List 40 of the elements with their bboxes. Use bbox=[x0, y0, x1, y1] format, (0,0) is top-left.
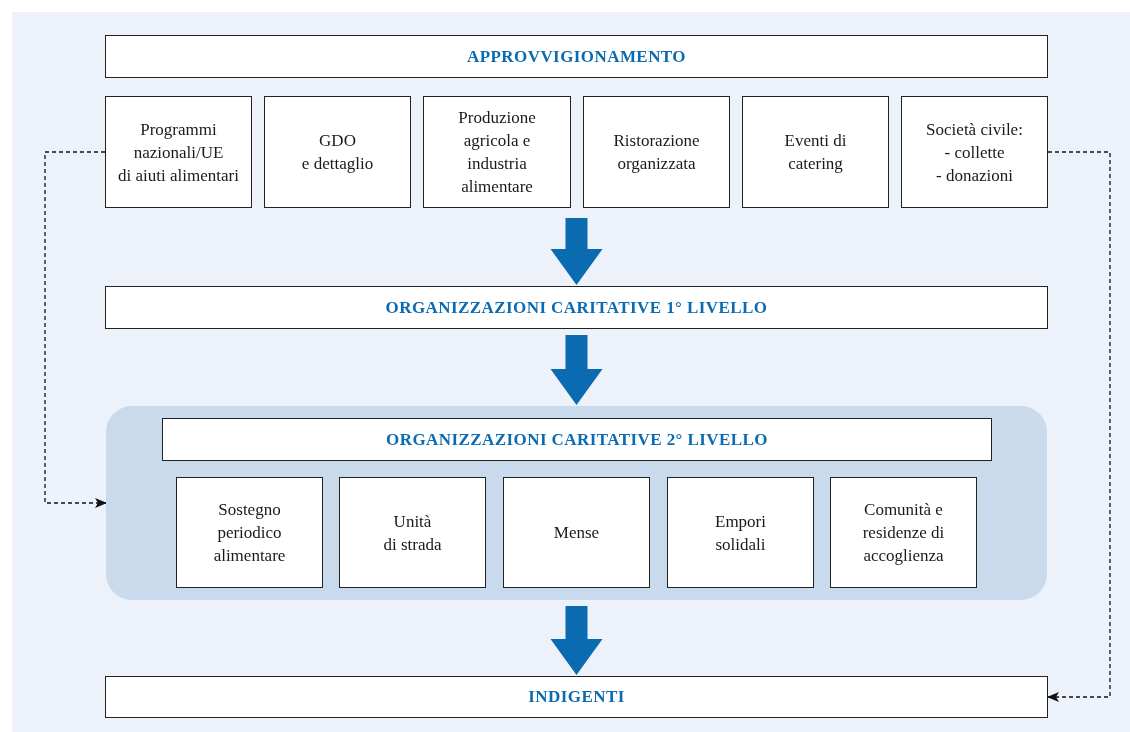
process-box bbox=[339, 477, 486, 588]
dashed-arrow bbox=[1047, 151, 1111, 702]
box-text: GDO bbox=[319, 130, 356, 152]
header-bar bbox=[105, 286, 1048, 329]
process-box bbox=[105, 96, 252, 208]
box-text: Produzione agricola e industria alimentare bbox=[457, 107, 537, 198]
process-box bbox=[176, 477, 323, 588]
box-text: Società civile: bbox=[926, 118, 1023, 141]
block-arrow bbox=[550, 335, 603, 405]
process-box bbox=[264, 96, 411, 208]
box-text: - donazioni bbox=[936, 164, 1013, 187]
box-text: Comunità e residenze di accoglienza bbox=[861, 499, 946, 567]
process-box bbox=[423, 96, 571, 208]
box-text: Sostegno periodico alimentare bbox=[212, 499, 287, 567]
group-panel bbox=[106, 406, 1047, 600]
box-text: Eventi di catering bbox=[783, 130, 848, 175]
process-box bbox=[503, 477, 650, 588]
header-text: APPROVVIGIONAMENTO bbox=[467, 45, 686, 68]
dashed-arrow bbox=[44, 151, 107, 508]
header-text: ORGANIZZAZIONI CARITATIVE 1° LIVELLO bbox=[385, 296, 768, 319]
process-box bbox=[830, 477, 977, 588]
box-text: - collette bbox=[944, 141, 1005, 164]
header-bar bbox=[105, 35, 1048, 78]
header-text: INDIGENTI bbox=[528, 686, 625, 709]
box-text: di aiuti alimentari bbox=[118, 164, 239, 187]
header-text: ORGANIZZAZIONI CARITATIVE 2° LIVELLO bbox=[386, 428, 768, 451]
block-arrow bbox=[550, 606, 603, 675]
process-box bbox=[901, 96, 1048, 208]
box-text: Empori solidali bbox=[714, 510, 767, 556]
box-text: Mense bbox=[553, 522, 600, 544]
process-box bbox=[742, 96, 889, 208]
header-bar bbox=[162, 418, 992, 461]
block-arrow bbox=[550, 218, 603, 285]
box-text: Ristorazione organizzata bbox=[612, 130, 701, 175]
box-text: Unità bbox=[393, 510, 432, 533]
process-box bbox=[667, 477, 814, 588]
box-text: e dettaglio bbox=[301, 153, 374, 175]
header-bar bbox=[105, 676, 1048, 718]
box-text: di strada bbox=[383, 533, 442, 556]
process-box bbox=[583, 96, 730, 208]
